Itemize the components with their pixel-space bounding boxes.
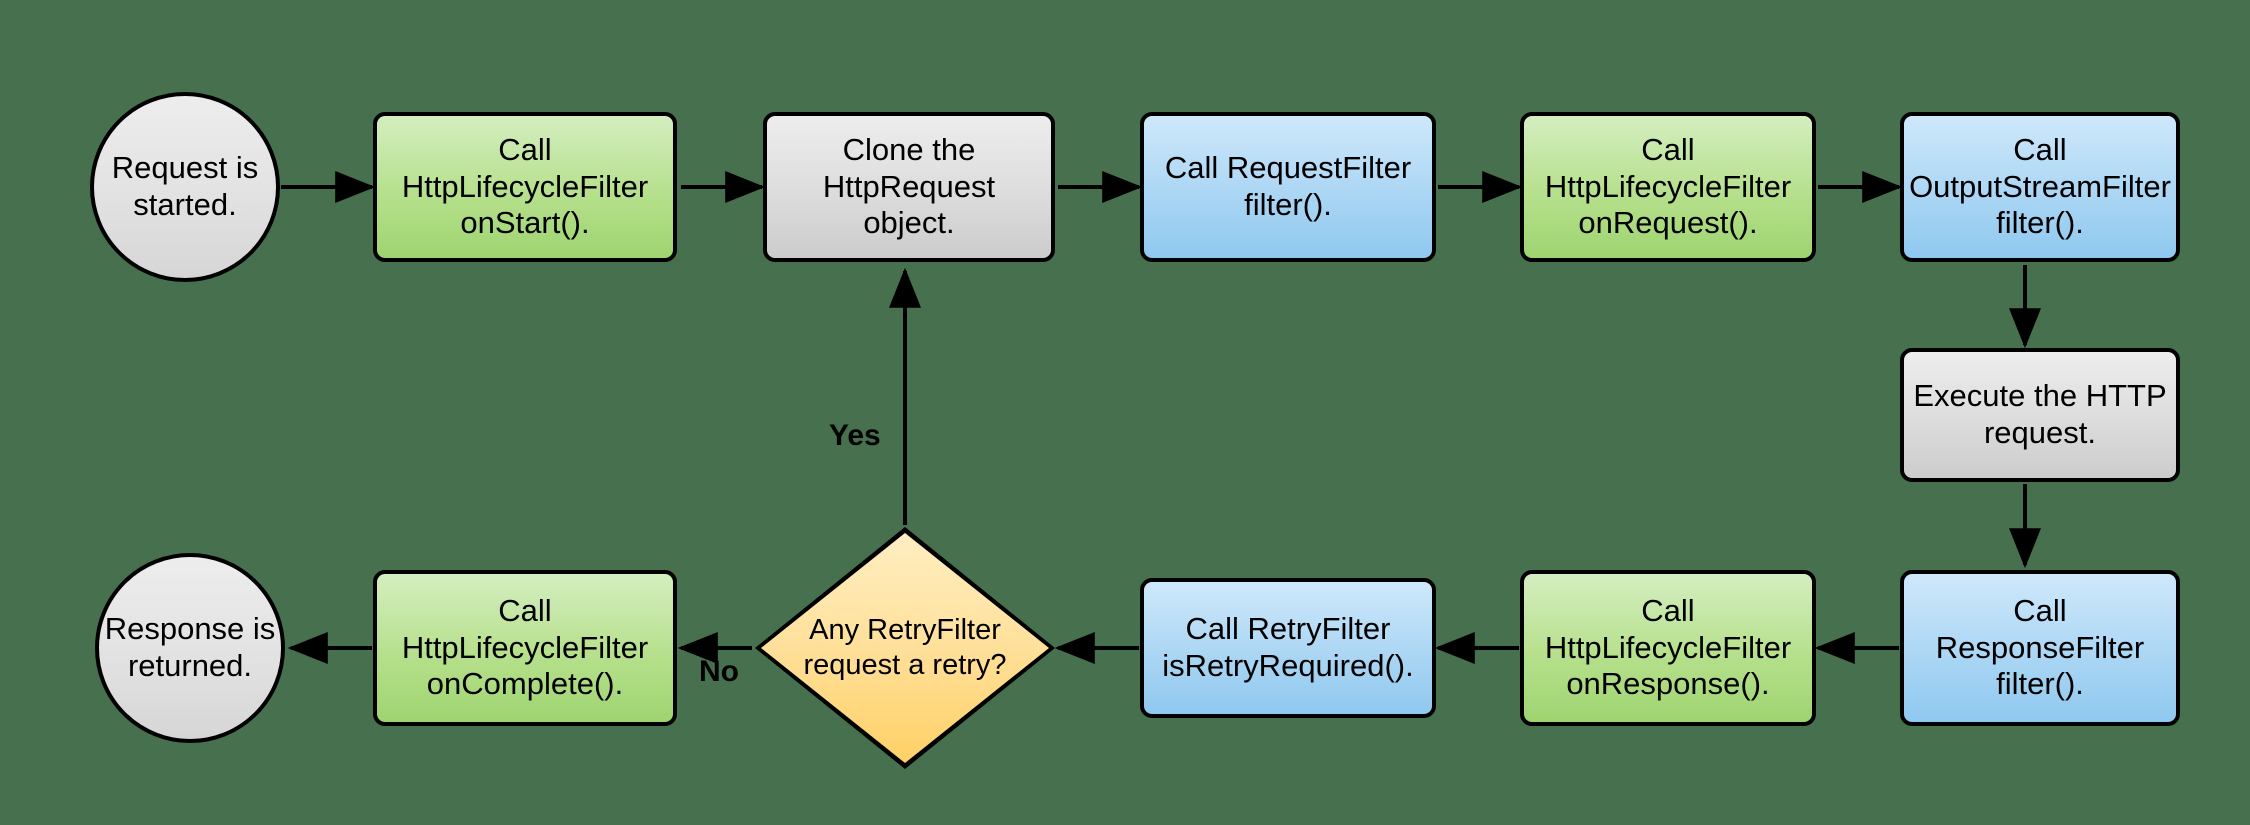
node-retry-decision[interactable]: Any RetryFilter request a retry? (755, 527, 1055, 769)
node-call-oncomplete-label: Call HttpLifecycleFilter onComplete(). (401, 593, 649, 702)
node-call-onrequest[interactable]: Call HttpLifecycleFilter onRequest(). (1520, 112, 1816, 262)
edge-label-yes: Yes (829, 419, 881, 452)
node-call-outputstreamfilter-label: Call OutputStreamFilter filter(). (1909, 132, 2171, 241)
node-call-isretryrequired-label: Call RetryFilter isRetryRequired(). (1162, 611, 1414, 683)
node-call-onresponse-label: Call HttpLifecycleFilter onResponse(). (1544, 593, 1792, 702)
node-retry-decision-label: Any RetryFilter request a retry? (803, 614, 1007, 681)
node-clone-httprequest[interactable]: Clone the HttpRequest object. (763, 112, 1055, 262)
node-clone-httprequest-label: Clone the HttpRequest object. (822, 132, 996, 241)
node-response-returned-label: Response is returned. (104, 611, 276, 683)
node-call-oncomplete[interactable]: Call HttpLifecycleFilter onComplete(). (373, 570, 677, 726)
edge-label-no: No (699, 655, 739, 688)
node-call-onstart[interactable]: Call HttpLifecycleFilter onStart(). (373, 112, 677, 262)
node-request-started[interactable]: Request is started. (90, 92, 280, 282)
node-call-requestfilter[interactable]: Call RequestFilter filter(). (1140, 112, 1436, 262)
node-call-isretryrequired[interactable]: Call RetryFilter isRetryRequired(). (1140, 578, 1436, 718)
node-call-requestfilter-label: Call RequestFilter filter(). (1164, 150, 1412, 222)
node-call-onresponse[interactable]: Call HttpLifecycleFilter onResponse(). (1520, 570, 1816, 726)
node-call-responsefilter[interactable]: Call ResponseFilter filter(). (1900, 570, 2180, 726)
node-request-started-label: Request is started. (111, 150, 259, 222)
node-response-returned[interactable]: Response is returned. (95, 553, 285, 743)
node-execute-http-request-label: Execute the HTTP request. (1913, 378, 2167, 450)
node-execute-http-request[interactable]: Execute the HTTP request. (1900, 348, 2180, 482)
node-call-responsefilter-label: Call ResponseFilter filter(). (1935, 593, 2145, 702)
node-call-onrequest-label: Call HttpLifecycleFilter onRequest(). (1544, 132, 1792, 241)
node-call-onstart-label: Call HttpLifecycleFilter onStart(). (401, 132, 649, 241)
node-call-outputstreamfilter[interactable]: Call OutputStreamFilter filter(). (1900, 112, 2180, 262)
